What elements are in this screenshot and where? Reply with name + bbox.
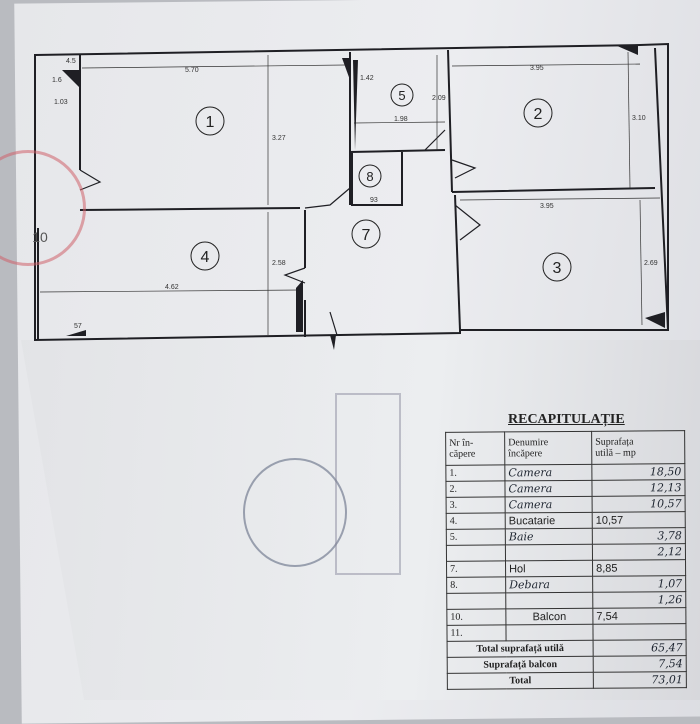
room-name: Camera <box>504 480 593 497</box>
row-number: 11. <box>446 624 507 642</box>
room-name: Hol <box>505 560 593 577</box>
room-name <box>505 544 593 561</box>
floor-plan: 1 2 3 4 5 7 8 10 5.70 3.27 3.95 3.10 3.9… <box>32 42 669 350</box>
total-value: 73,01 <box>593 671 687 689</box>
dimension-label: 57 <box>74 323 82 330</box>
table-row: 11. <box>446 623 687 642</box>
dimension-label: 4.5 <box>66 58 76 65</box>
recap-table: Nr în- căpere Denumire încăpere Suprafaț… <box>445 430 687 690</box>
row-number: 5. <box>446 528 506 546</box>
room-number: 1 <box>206 114 215 131</box>
table-row: 1,26 <box>446 591 686 610</box>
room-area: 1,07 <box>592 575 686 593</box>
room-name <box>505 624 594 641</box>
dimension-label: 1.98 <box>394 116 408 123</box>
bath-walls <box>349 49 453 206</box>
recap-title: RECAPITULAȚIE <box>508 412 625 427</box>
room-3-walls <box>454 194 461 331</box>
dimension-label: 3.27 <box>272 135 286 142</box>
room-area: 3,78 <box>592 527 686 545</box>
table-row: 2,12 <box>446 543 686 562</box>
room-number: 7 <box>362 227 371 244</box>
room-number: 5 <box>398 88 405 103</box>
total-value: 65,47 <box>593 639 687 657</box>
room-number: 2 <box>534 106 543 123</box>
total-label: Suprafață balcon <box>447 656 594 674</box>
dimension-label: 93 <box>370 197 378 204</box>
header-nr: Nr în- căpere <box>445 431 505 466</box>
blue-stamp <box>243 458 347 567</box>
room-area: 10,57 <box>592 511 686 529</box>
room-area: 18,50 <box>591 463 685 481</box>
dimension-label: 3.95 <box>530 65 544 72</box>
room-number: 4 <box>201 249 210 266</box>
row-number: 1. <box>445 464 505 482</box>
total-label: Total suprafață utilă <box>447 640 594 658</box>
dimension-label: 1.03 <box>54 99 68 106</box>
header-name: Denumire încăpere <box>504 431 592 465</box>
header-area: Suprafața utilă – mp <box>591 430 685 465</box>
room-name: Debara <box>505 576 593 593</box>
room-name: Balcon <box>505 608 593 625</box>
room-1-walls <box>79 52 351 211</box>
room-area: 10,57 <box>592 495 686 513</box>
rectangular-stamp <box>335 393 401 575</box>
row-number: 10. <box>446 608 506 626</box>
dimension-label: 3.95 <box>540 203 554 210</box>
row-number: 4. <box>446 512 506 530</box>
dimension-label: 5.70 <box>185 67 199 74</box>
room-name: Bucatarie <box>505 512 593 529</box>
dimension-label: 4.62 <box>165 284 179 291</box>
room-area: 7,54 <box>592 607 686 625</box>
room-area: 12,13 <box>591 479 686 497</box>
table-header: Nr în- căpere Denumire încăpere Suprafaț… <box>445 430 685 466</box>
row-number: 2. <box>445 480 506 498</box>
room-area <box>592 623 687 641</box>
row-number: 8. <box>446 576 506 594</box>
total-label: Total <box>447 672 594 690</box>
room-name <box>505 592 593 609</box>
row-number <box>446 544 506 562</box>
room-area: 1,26 <box>592 591 686 609</box>
paper-sheet-lower <box>21 340 700 700</box>
room-2-walls <box>451 47 669 331</box>
row-number: 7. <box>446 560 506 578</box>
dimension-label: 1.42 <box>360 75 374 82</box>
dimension-label: 3.10 <box>632 115 646 122</box>
room-area: 2,12 <box>592 543 686 561</box>
dimension-label: 2.58 <box>272 260 286 267</box>
row-number <box>446 592 506 610</box>
room-area: 8,85 <box>592 559 686 577</box>
dimension-label: 2.69 <box>644 260 658 267</box>
dimension-label: 1.6 <box>52 77 62 84</box>
room-number: 3 <box>553 260 562 277</box>
room-number: 8 <box>366 169 373 184</box>
dimension-label: 2.09 <box>432 95 446 102</box>
total-value: 7,54 <box>593 655 687 673</box>
room-name: Baie <box>505 528 593 545</box>
row-number: 3. <box>446 496 506 514</box>
room-name: Camera <box>504 464 592 481</box>
room-name: Camera <box>505 496 593 513</box>
